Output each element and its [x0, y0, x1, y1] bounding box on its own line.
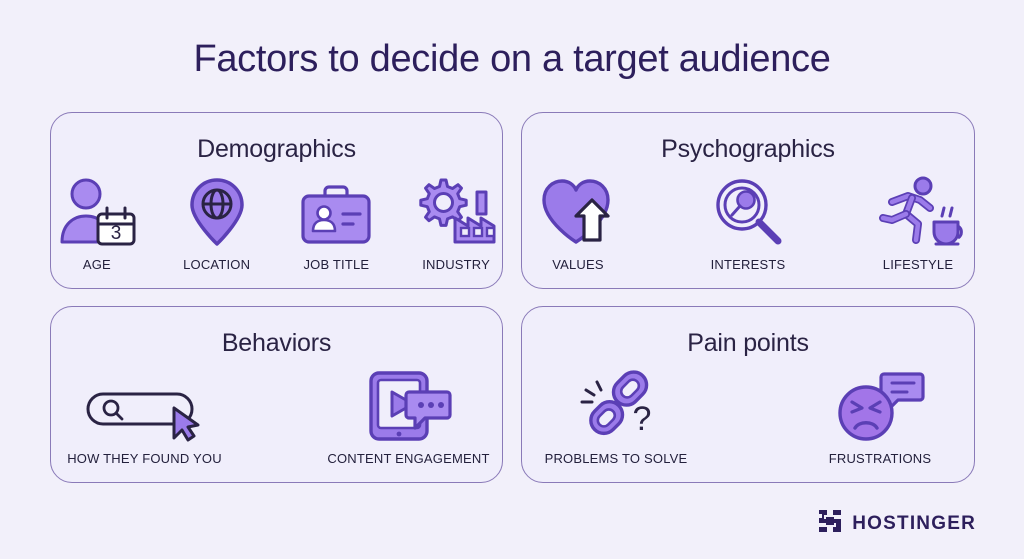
items-painpoints: ? PROBLEMS TO SOLVE [522, 366, 974, 466]
magnifying-glass-icon [712, 172, 784, 248]
card-title-behaviors: Behaviors [221, 329, 332, 357]
item-label-job-title: JOB TITLE [303, 257, 370, 272]
person-calendar-icon: 3 [54, 172, 140, 248]
card-demographics: Demographics 3 AGE [50, 112, 503, 289]
item-label-location: LOCATION [183, 257, 251, 272]
item-label-interests: INTERESTS [710, 257, 786, 272]
card-painpoints: Pain points ? [521, 306, 975, 483]
item-values: VALUES [526, 172, 630, 272]
item-label-values: VALUES [552, 257, 604, 272]
item-problems-to-solve: ? PROBLEMS TO SOLVE [527, 366, 705, 466]
items-psychographics: VALUES INTERESTS [522, 172, 974, 272]
briefcase-id-icon [298, 172, 374, 248]
map-pin-globe-icon [186, 172, 248, 248]
card-psychographics: Psychographics VALUES [521, 112, 975, 289]
item-label-frustrations: FRUSTRATIONS [828, 451, 932, 466]
hostinger-h-mark [817, 508, 843, 539]
hostinger-logo: HOSTINGER [817, 508, 976, 539]
item-label-lifestyle: LIFESTYLE [882, 257, 954, 272]
item-label-age: AGE [82, 257, 111, 272]
item-content-engagement: CONTENT ENGAGEMENT [320, 366, 498, 466]
card-title-demographics: Demographics [197, 135, 356, 163]
heart-arrow-up-icon [538, 172, 618, 248]
item-label-problems-to-solve: PROBLEMS TO SOLVE [544, 451, 688, 466]
search-bar-cursor-icon [82, 366, 208, 442]
items-behaviors: HOW THEY FOUND YOU CONTENT ENGAGE [51, 366, 502, 466]
angry-face-speech-icon [834, 366, 926, 442]
page-title: Factors to decide on a target audience [193, 38, 831, 80]
item-interests: INTERESTS [696, 172, 800, 272]
calendar-day-number: 3 [111, 223, 122, 244]
card-title-psychographics: Psychographics [661, 135, 835, 163]
item-label-how-they-found-you: HOW THEY FOUND YOU [67, 451, 222, 466]
item-lifestyle: LIFESTYLE [866, 172, 970, 272]
runner-coffee-icon [872, 172, 964, 248]
item-frustrations: FRUSTRATIONS [791, 366, 969, 466]
card-behaviors: Behaviors HOW THEY FOUND YOU [50, 306, 503, 483]
items-demographics: 3 AGE LOCATION [51, 172, 502, 272]
item-job-title: JOB TITLE [291, 172, 383, 272]
question-mark-glyph: ? [633, 400, 652, 438]
gear-factory-icon [415, 172, 497, 248]
item-location: LOCATION [171, 172, 263, 272]
broken-chain-question-icon: ? [568, 366, 664, 442]
item-label-content-engagement: CONTENT ENGAGEMENT [327, 451, 490, 466]
tablet-play-chat-icon [363, 366, 455, 442]
hostinger-wordmark: HOSTINGER [852, 512, 976, 534]
item-label-industry: INDUSTRY [422, 257, 491, 272]
item-age: 3 AGE [51, 172, 143, 272]
item-industry: INDUSTRY [410, 172, 502, 272]
card-title-painpoints: Pain points [687, 329, 809, 357]
item-how-they-found-you: HOW THEY FOUND YOU [56, 366, 234, 466]
